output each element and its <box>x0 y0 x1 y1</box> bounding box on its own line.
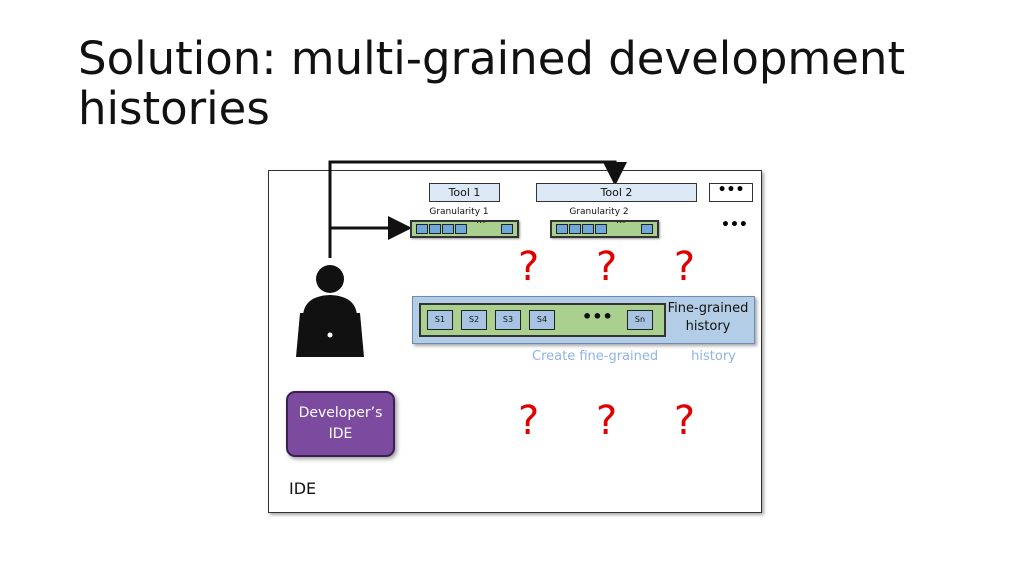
tool-2-box: Tool 2 <box>536 183 697 202</box>
granularity-2-bar: ··· <box>550 218 659 238</box>
granularity-cell <box>569 224 581 234</box>
granularity-cell <box>582 224 594 234</box>
snapshot-s1: S1 <box>427 310 453 330</box>
granularity-cell <box>442 224 454 234</box>
granularity-ellipsis: ··· <box>616 218 626 229</box>
snapshot-sequence: S1 S2 S3 S4 ••• Sn <box>419 303 666 337</box>
granularity-cell <box>501 224 513 234</box>
granularity-cell <box>455 224 467 234</box>
granularity-cell <box>416 224 428 234</box>
granularity-cell <box>595 224 607 234</box>
snapshot-ellipsis: ••• <box>582 307 613 326</box>
fine-grained-history-label: Fine-grained history <box>667 301 749 334</box>
granularity-cell <box>556 224 568 234</box>
slide-title-line-1: Solution: multi-grained development <box>78 32 906 85</box>
snapshot-s4: S4 <box>529 310 555 330</box>
more-granularities: ••• <box>721 217 748 233</box>
developer-ide-box: Developer’s IDE <box>286 391 395 457</box>
snapshot-s3: S3 <box>495 310 521 330</box>
granularity-cell <box>429 224 441 234</box>
question-marks-upper: ? ? ? <box>518 244 718 290</box>
question-marks-lower: ? ? ? <box>518 398 718 444</box>
fine-grained-history-panel: S1 S2 S3 S4 ••• Sn Fine-grained history <box>412 296 755 344</box>
developer-laptop-icon <box>296 265 364 357</box>
snapshot-sn: Sn <box>627 310 653 330</box>
granularity-2-label: Granularity 2 <box>569 207 629 217</box>
ide-label: IDE <box>289 479 317 498</box>
tool-1-box: Tool 1 <box>429 183 500 202</box>
granularity-ellipsis: ··· <box>476 218 486 229</box>
granularity-1-label: Granularity 1 <box>429 207 489 217</box>
arrow-to-tool-2 <box>328 160 627 258</box>
slide-title: Solution: multi-grained development hist… <box>78 34 978 134</box>
more-tools-box: ••• <box>709 183 753 202</box>
slide-title-line-2: histories <box>78 82 270 135</box>
granularity-cell <box>641 224 653 234</box>
create-fine-grained-history-label: Create fine-grained history <box>532 349 736 364</box>
granularity-1-bar: ··· <box>410 218 519 238</box>
snapshot-s2: S2 <box>461 310 487 330</box>
